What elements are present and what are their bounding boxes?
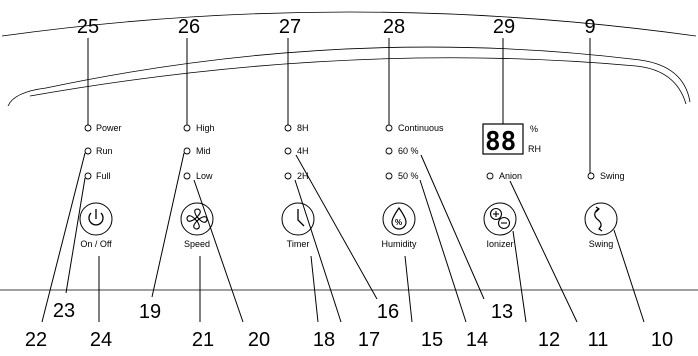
callout-26: 26: [178, 16, 200, 38]
leader-14: [419, 179, 467, 323]
led-mid: [183, 147, 191, 155]
callout-13: 13: [491, 301, 513, 323]
callout-22: 22: [25, 329, 47, 351]
callout-23: 23: [53, 300, 75, 322]
led-anion: [486, 172, 494, 180]
callout-25: 25: [77, 16, 99, 38]
led-swing: [587, 172, 595, 180]
display-rh: RH: [528, 144, 541, 154]
callout-10: 10: [651, 329, 673, 351]
label-run: Run: [96, 146, 113, 156]
led-50: [385, 172, 393, 180]
callout-28: 28: [383, 16, 405, 38]
callout-16: 16: [377, 301, 399, 323]
label-high: High: [196, 123, 215, 133]
callout-15: 15: [421, 329, 443, 351]
leader-19: [151, 152, 185, 298]
panel-face-top: [45, 46, 691, 103]
led-2h: [284, 172, 292, 180]
label-4h: 4H: [297, 146, 309, 156]
display-window: [482, 123, 524, 155]
speed-button[interactable]: [180, 202, 214, 236]
panel-face-inner: [29, 57, 687, 105]
callout-27: 27: [279, 16, 301, 38]
humidity-glyph: %: [395, 218, 402, 227]
leader-13: [420, 154, 485, 300]
callout-29: 29: [493, 16, 515, 38]
label-50: 50 %: [398, 171, 419, 181]
fan-icon: [186, 208, 208, 230]
onoff-label: On / Off: [80, 239, 112, 249]
label-mid: Mid: [196, 146, 211, 156]
ion-icon: [489, 207, 511, 230]
label-swing: Swing: [600, 171, 625, 181]
callout-11: 11: [588, 329, 609, 351]
led-8h: [284, 124, 292, 132]
panel-face-left: [7, 87, 47, 107]
swing-label: Swing: [589, 239, 614, 249]
led-full: [84, 172, 92, 180]
callout-24: 24: [90, 329, 112, 351]
led-low: [183, 172, 191, 180]
leader-18: [310, 255, 319, 323]
clock-icon: [297, 209, 305, 227]
display-percent: %: [530, 124, 538, 134]
led-continuous: [385, 124, 393, 132]
speed-label: Speed: [184, 239, 210, 249]
display-digits: 88: [485, 127, 516, 157]
leader-16: [295, 154, 378, 300]
power-icon: [88, 209, 104, 226]
swing-arrows-icon: [594, 206, 603, 232]
led-run: [84, 147, 92, 155]
label-2h: 2H: [297, 171, 309, 181]
callout-19: 19: [139, 301, 161, 323]
leader-11: [509, 180, 578, 323]
led-4h: [284, 147, 292, 155]
label-low: Low: [196, 171, 213, 181]
callout-20: 20: [248, 329, 270, 351]
timer-label: Timer: [287, 239, 310, 249]
callout-9: 9: [584, 16, 595, 38]
label-8h: 8H: [297, 123, 309, 133]
leader-12: [512, 230, 527, 323]
label-continuous: Continuous: [398, 123, 444, 133]
label-60: 60 %: [398, 146, 419, 156]
panel-outer-edge: [1, 11, 697, 37]
callout-18: 18: [313, 329, 335, 351]
callout-21: 21: [192, 329, 214, 351]
led-high: [183, 124, 191, 132]
label-full: Full: [96, 171, 111, 181]
leader-20: [193, 179, 244, 323]
ionizer-label: Ionizer: [486, 239, 513, 249]
swing-button[interactable]: [584, 202, 618, 236]
label-power: Power: [96, 123, 122, 133]
callout-12: 12: [538, 329, 560, 351]
droplet-percent-icon: %: [391, 206, 407, 230]
label-anion: Anion: [499, 171, 522, 181]
callout-17: 17: [358, 329, 380, 351]
leader-23: [65, 177, 86, 294]
leader-10: [613, 229, 645, 323]
led-60: [385, 147, 393, 155]
led-power: [84, 124, 92, 132]
callout-14: 14: [466, 329, 488, 351]
humidity-label: Humidity: [381, 239, 417, 249]
leader-15: [404, 255, 413, 323]
leader-22: [41, 152, 86, 323]
leader-17: [294, 179, 342, 323]
